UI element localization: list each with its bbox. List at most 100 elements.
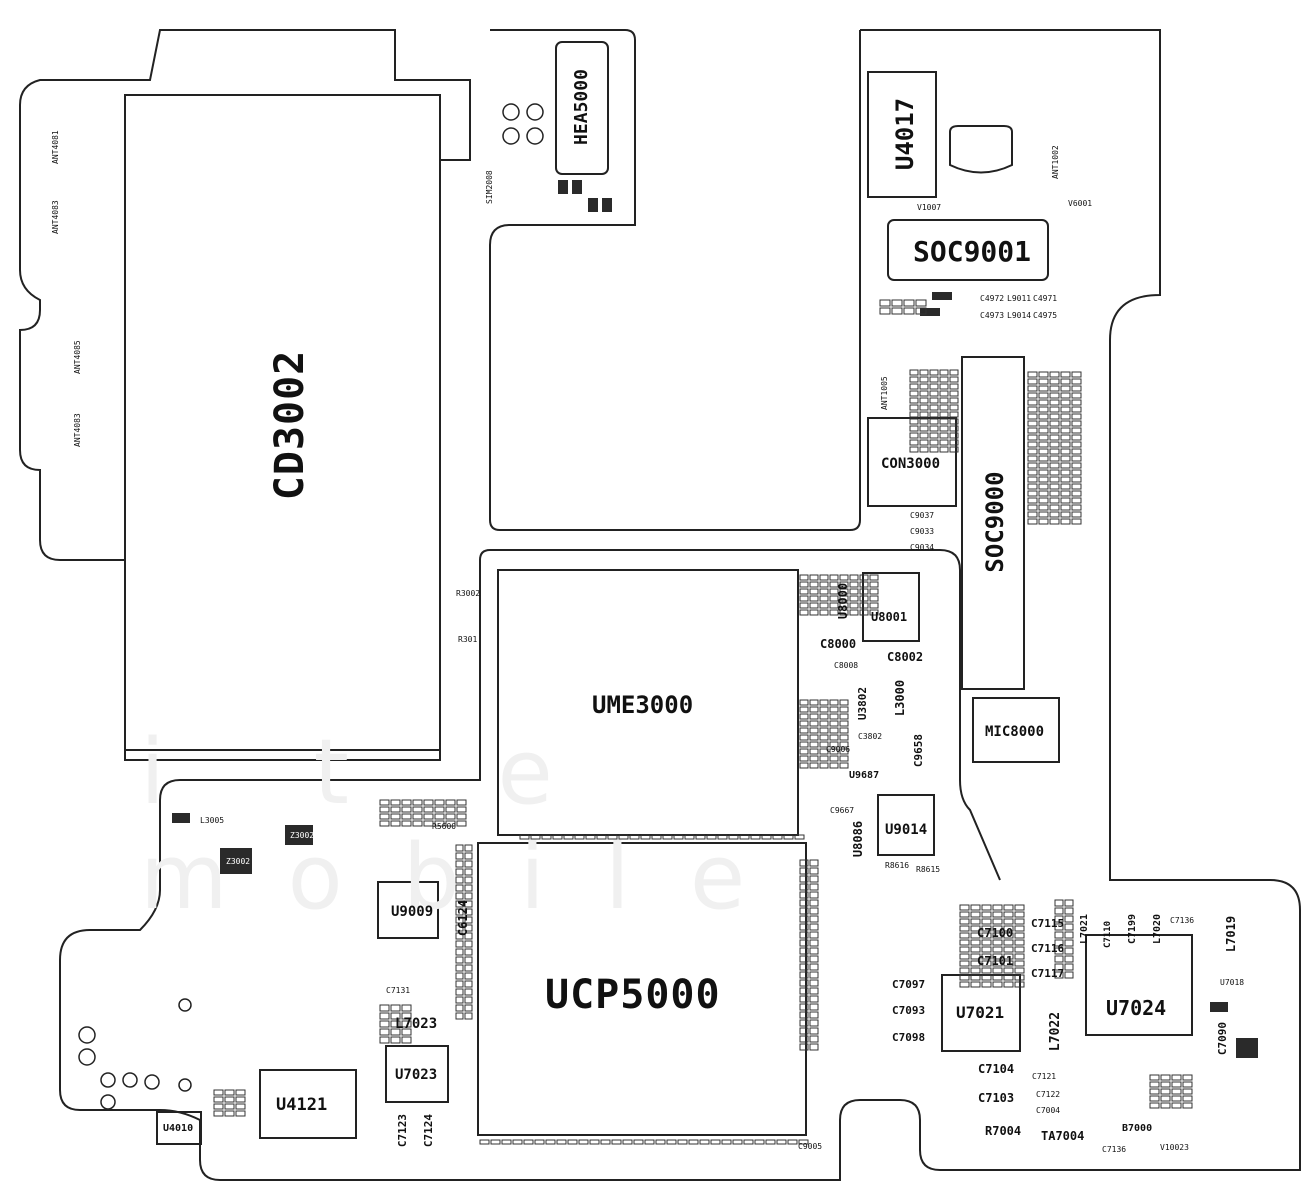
- c7098-label: C7098: [892, 1031, 926, 1044]
- pad: [909, 383, 919, 390]
- pad: [799, 883, 809, 891]
- pad: [839, 762, 849, 769]
- l7020-label: L7020: [1152, 913, 1164, 945]
- pad: [839, 748, 849, 755]
- pad: [829, 588, 839, 595]
- pad: [799, 741, 809, 748]
- pad: [819, 720, 829, 727]
- pad: [819, 734, 829, 741]
- pad: [1003, 925, 1014, 932]
- pad: [1038, 385, 1049, 392]
- pad: [1049, 455, 1060, 462]
- pad: [819, 581, 829, 588]
- pad: [1149, 1088, 1160, 1095]
- pad: [929, 397, 939, 404]
- pad: [909, 369, 919, 376]
- pad: [799, 588, 809, 595]
- pad: [981, 932, 992, 939]
- pad: [1071, 483, 1082, 490]
- pad: [799, 899, 809, 907]
- pad: [390, 1012, 401, 1020]
- ta7004-label: TA7004: [1041, 1129, 1085, 1143]
- pad: [819, 699, 829, 706]
- pad: [390, 799, 401, 806]
- pad: [1171, 1074, 1182, 1081]
- pad: [909, 404, 919, 411]
- pad: [1038, 476, 1049, 483]
- pad: [949, 432, 959, 439]
- pad: [1014, 925, 1025, 932]
- pad: [563, 834, 574, 840]
- pad: [919, 404, 929, 411]
- pad: [379, 813, 390, 820]
- pad: [809, 706, 819, 713]
- pad: [819, 755, 829, 762]
- r5600-label: R5600: [432, 822, 457, 831]
- pad: [1027, 420, 1038, 427]
- pad: [1038, 518, 1049, 525]
- pad: [949, 404, 959, 411]
- pad: [401, 1004, 412, 1012]
- pad: [829, 602, 839, 609]
- pad: [1064, 899, 1074, 907]
- pad: [456, 813, 467, 820]
- pad: [787, 1139, 798, 1145]
- pad: [799, 875, 809, 883]
- pad: [869, 574, 879, 581]
- u4017-label: U4017: [891, 97, 919, 171]
- c7115-label: C7115: [1031, 917, 1065, 930]
- pad: [809, 609, 819, 616]
- u8001-label: U8001: [871, 610, 908, 624]
- pad: [949, 397, 959, 404]
- pad: [1171, 1102, 1182, 1109]
- pad: [445, 820, 456, 827]
- pad: [809, 727, 819, 734]
- pad: [455, 844, 464, 852]
- pad: [464, 844, 473, 852]
- pad: [794, 834, 805, 840]
- pad: [1049, 497, 1060, 504]
- pad: [235, 1103, 246, 1110]
- pad: [839, 741, 849, 748]
- c9005-label: C9005: [798, 1142, 823, 1151]
- pad: [799, 979, 809, 987]
- pad: [809, 595, 819, 602]
- pad: [235, 1089, 246, 1096]
- pad: [799, 907, 809, 915]
- pad: [891, 307, 903, 315]
- pad: [959, 939, 970, 946]
- pad: [799, 699, 809, 706]
- pad: [919, 432, 929, 439]
- pad: [401, 1028, 412, 1036]
- pad: [809, 713, 819, 720]
- pad: [640, 834, 651, 840]
- pad: [909, 432, 919, 439]
- z3002a-label: Z3002: [290, 831, 315, 840]
- pad: [1049, 434, 1060, 441]
- pad: [981, 953, 992, 960]
- pad: [456, 820, 467, 827]
- pad: [1049, 518, 1060, 525]
- c7100-label: C7100: [977, 926, 1014, 940]
- pad: [1060, 483, 1071, 490]
- pad: [1027, 476, 1038, 483]
- pad: [541, 834, 552, 840]
- pad: [1027, 462, 1038, 469]
- pad: [981, 974, 992, 981]
- pad: [611, 1139, 622, 1145]
- pad: [464, 980, 473, 988]
- hea5000-label: HEA5000: [571, 69, 592, 145]
- pad: [1182, 1102, 1193, 1109]
- c7103-label: C7103: [978, 1091, 1015, 1105]
- pad: [949, 369, 959, 376]
- pad: [799, 602, 809, 609]
- pad: [809, 915, 819, 923]
- l7021-label: L7021: [1079, 913, 1091, 945]
- pad: [1064, 915, 1074, 923]
- pad: [992, 918, 1003, 925]
- pad: [1038, 420, 1049, 427]
- pad: [799, 748, 809, 755]
- pad: [839, 706, 849, 713]
- pad: [859, 574, 869, 581]
- pad: [939, 446, 949, 453]
